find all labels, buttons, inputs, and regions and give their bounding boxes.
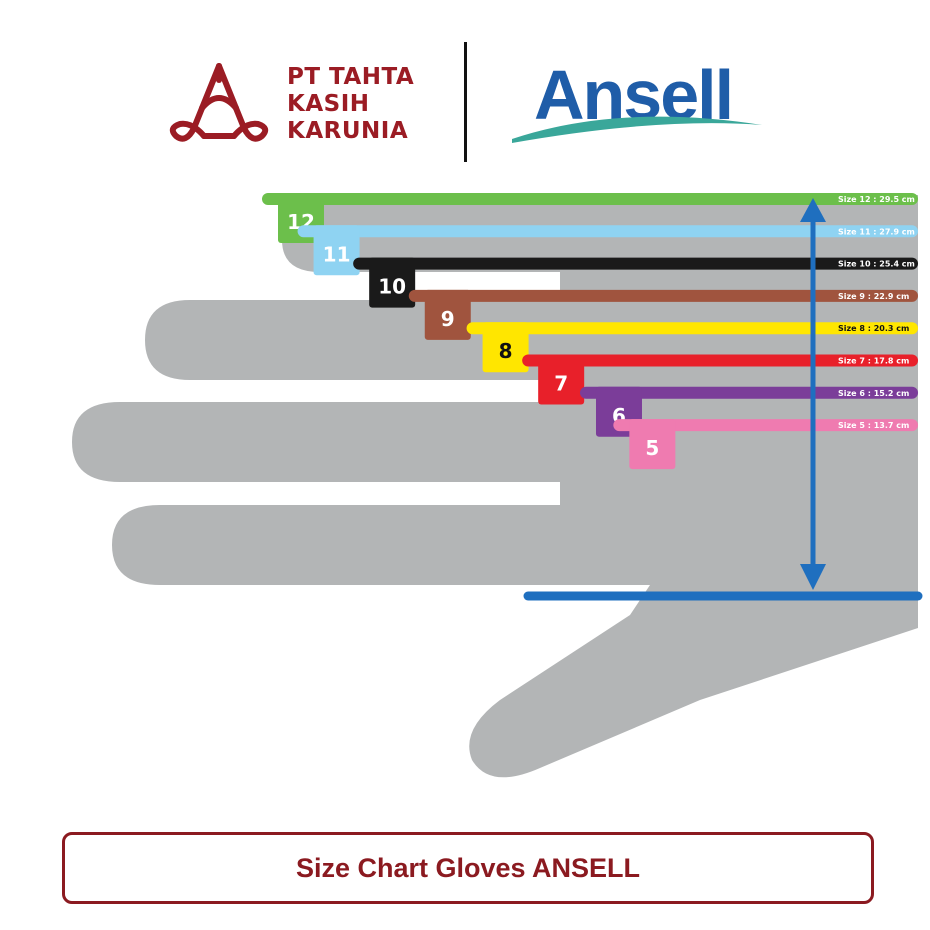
header-logos: PT TAHTA KASIH KARUNIA Ansell [0, 0, 930, 180]
size-label-5: Size 5 : 13.7 cm [838, 421, 909, 430]
size-label-7: Size 7 : 17.8 cm [838, 357, 909, 366]
company-name: PT TAHTA KASIH KARUNIA [287, 64, 414, 145]
size-bar-9 [408, 289, 918, 302]
company-name-line-1: PT TAHTA [287, 64, 415, 90]
size-label-10: Size 10 : 25.4 cm [838, 260, 915, 269]
company-name-line-2: KASIH [287, 91, 370, 117]
size-tab-9 [424, 289, 471, 340]
size-number-7: 7 [554, 372, 568, 396]
hand-silhouette [72, 195, 918, 778]
size-bar-6 [579, 386, 918, 399]
size-bar-10 [353, 257, 919, 270]
caption-text: Size Chart Gloves ANSELL [295, 852, 641, 883]
size-tab-8 [482, 322, 529, 373]
size-label-6: Size 6 : 15.2 cm [838, 389, 909, 398]
ansell-swoosh-icon [512, 116, 762, 143]
size-label-8: Size 8 : 20.3 cm [838, 324, 909, 333]
company-name-line-3: KARUNIA [287, 118, 409, 144]
arrow-down-icon [800, 564, 826, 590]
size-bar-5 [613, 419, 918, 432]
measure-arrow [523, 198, 923, 601]
size-label-9: Size 9 : 22.9 cm [838, 292, 909, 301]
size-tab-10 [369, 257, 416, 308]
size-bar-7 [522, 354, 918, 367]
size-number-5: 5 [645, 436, 659, 460]
size-bar-8 [466, 322, 918, 335]
size-label-12: Size 12 : 29.5 cm [838, 195, 915, 204]
arrow-up-icon [800, 198, 826, 222]
size-bar-11 [297, 225, 918, 238]
size-label-11: Size 11 : 27.9 cm [838, 227, 915, 236]
size-number-11: 11 [323, 242, 351, 266]
caption-box: Size Chart Gloves ANSELL [62, 832, 874, 904]
size-bar-12 [262, 193, 918, 205]
size-tab-11 [313, 225, 360, 276]
tahta-kasih-emblem-icon [169, 63, 269, 142]
size-number-9: 9 [441, 307, 455, 331]
logo-divider [464, 42, 467, 162]
size-number-8: 8 [499, 339, 513, 363]
ansell-logo: Ansell [510, 55, 770, 150]
size-tab-5 [629, 419, 676, 470]
size-tab-7 [538, 354, 585, 405]
hand-palm [72, 195, 918, 778]
size-number-10: 10 [378, 275, 406, 299]
